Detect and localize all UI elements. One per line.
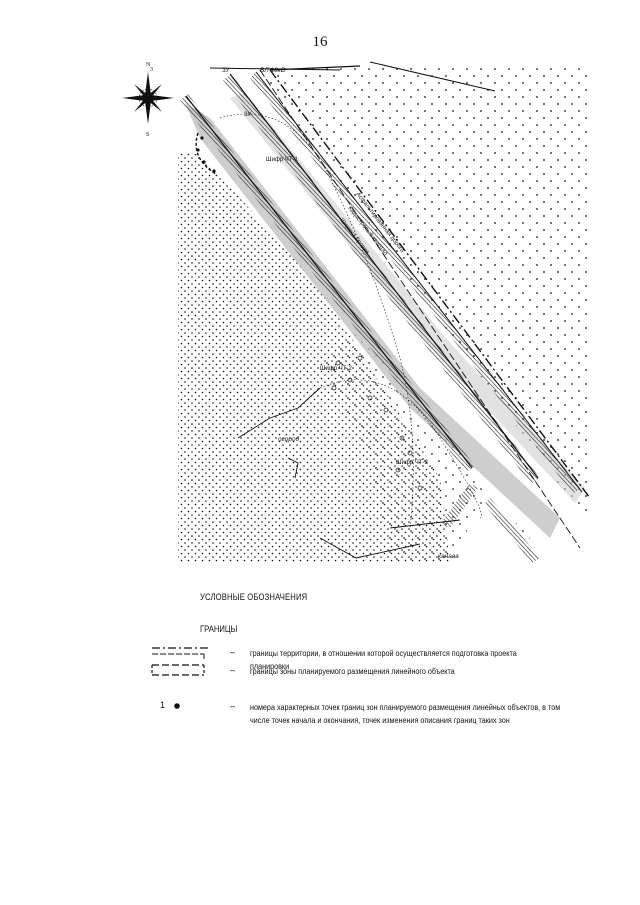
dashed-rectangle-icon [151,664,205,676]
compass-north-index: 3 [150,67,153,73]
embankment-left [180,94,475,472]
road-corridor [178,58,590,563]
map-label-point-b: ЗУ [244,112,252,118]
embankment-spur [440,483,478,528]
map-label-object-2: Шифр ЧТ-2 [320,366,352,372]
map-label-ditch: канава [438,553,459,560]
map-label-object-1: Шифр ЧТ-1 [266,157,298,163]
legend-item-zone-boundary: – границы зоны планируемого размещения л… [150,662,600,682]
planning-map: N 3 S [120,58,590,563]
page-number: 16 [312,34,328,50]
legend-dash: – [230,647,236,657]
legend-dash: – [230,665,236,675]
compass-north-label: N [146,62,151,68]
legend-item-text: границы зоны планируемого размещения лин… [250,667,455,676]
compass-south-label: S [146,132,149,138]
legend-item-text: номера характерных точек границ зон план… [250,703,561,725]
legend-item-territory-boundary: – границы территории, в отношении которо… [150,644,600,671]
map-label-object-3: Шифр ЧТ-3 [396,460,428,466]
legend-item-text: границы территории, в отношении которой … [250,649,517,671]
planning-territory-boundary [269,69,590,499]
map-label-garden: огород [278,435,300,443]
legend-dash: – [230,701,236,711]
point-number-symbol: 1 [160,700,166,710]
embankment-right [250,72,580,494]
legend-item-characteristic-points: 1 – номера характерных точек границ зон … [150,698,600,728]
embankment-bottom [484,498,540,563]
legend-heading: УСЛОВНЫЕ ОБОЗНАЧЕНИЯ [200,592,308,602]
dash-dot-line-icon [152,647,208,659]
survey-point-markers [331,355,423,491]
compass-rose-icon: N 3 S [122,62,174,138]
map-label-power-line: ВЛ 10кВ [260,67,286,74]
filled-circle-icon [174,703,180,709]
legend-subheading: ГРАНИЦЫ [200,624,238,634]
boundary-point-markers [196,136,216,173]
map-label-point-a: ЗУ [222,68,230,74]
embankment-center [223,74,540,484]
